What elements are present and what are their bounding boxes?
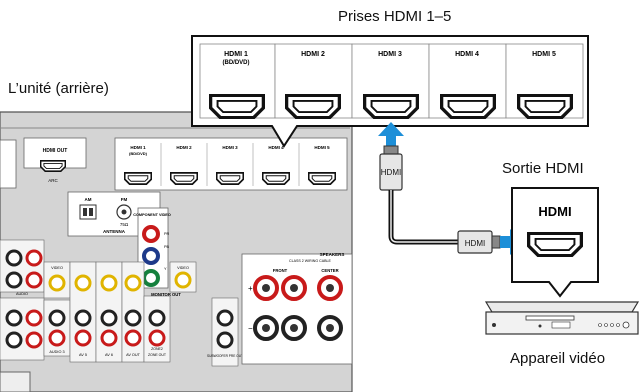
av5-label: AV 5 bbox=[79, 353, 87, 357]
audio3-label: AUDIO 3 bbox=[49, 350, 64, 354]
monitor-out-label: MONITOR OUT bbox=[151, 292, 181, 297]
antenna-label: ANTENNA bbox=[103, 229, 126, 234]
av-out-label: AV OUT bbox=[126, 353, 141, 357]
cable-plug-label-top: HDMI bbox=[381, 168, 401, 177]
audio-label: AUDIO bbox=[16, 292, 28, 296]
receiver-hdmi3-port bbox=[216, 172, 244, 185]
zoom-hdmi5-port bbox=[517, 94, 573, 119]
zone-out-label: ZONE OUT bbox=[148, 353, 167, 357]
video-label-1: VIDEO bbox=[51, 266, 63, 270]
component-pr-label: PR bbox=[164, 232, 170, 236]
caption-hdmi-output: Sortie HDMI bbox=[502, 160, 584, 177]
center-label: CENTER bbox=[321, 268, 338, 273]
speaker-terminals bbox=[241, 253, 353, 365]
receiver-hdmi1-sub: (BD/DVD) bbox=[129, 151, 148, 156]
caption-video-device: Appareil vidéo bbox=[510, 350, 606, 367]
av-columns bbox=[43, 261, 197, 363]
antenna-ohm-label: 75Ω bbox=[120, 222, 129, 227]
component-pb-label: PB bbox=[164, 245, 170, 249]
receiver-hdmi5-label: HDMI 5 bbox=[314, 145, 330, 150]
zone2-label: ZONE2 bbox=[151, 347, 163, 351]
subwoofer-pre-out bbox=[211, 297, 239, 367]
zoom-hdmi1-port bbox=[209, 94, 265, 119]
receiver-hdmi3-label: HDMI 3 bbox=[222, 145, 238, 150]
video-player-device bbox=[484, 301, 640, 335]
class2-label: CLASS 2 WIRING CABLE bbox=[289, 259, 332, 263]
receiver-hdmi-inputs bbox=[114, 137, 348, 191]
audio3-column bbox=[43, 299, 71, 357]
receiver-hdmi-out bbox=[0, 137, 87, 189]
device-hdmi-title: HDMI bbox=[538, 204, 571, 219]
zoom-hdmi5-label: HDMI 5 bbox=[532, 51, 556, 58]
zoom-hdmi2-port bbox=[285, 94, 341, 119]
front-label: FRONT bbox=[273, 268, 288, 273]
subwoofer-label: SUBWOOFER PRE OUT bbox=[207, 354, 243, 358]
av6-label: AV 6 bbox=[105, 353, 113, 357]
cable-plug-label-right: HDMI bbox=[465, 239, 485, 248]
left-jack-columns bbox=[0, 239, 45, 361]
device-hdmi-port bbox=[527, 232, 583, 257]
device-hdmi-callout bbox=[511, 187, 599, 298]
video-label-2: VIDEO bbox=[177, 266, 189, 270]
receiver-hdmi-out-label: HDMI OUT bbox=[43, 148, 68, 154]
zoom-hdmi2-label: HDMI 2 bbox=[301, 51, 325, 58]
zoom-hdmi4-label: HDMI 4 bbox=[455, 51, 479, 58]
component-video-label: COMPONENT VIDEO bbox=[133, 213, 171, 217]
antenna-am-label: AM bbox=[85, 197, 92, 202]
receiver-hdmi5-port bbox=[308, 172, 336, 185]
hdmi-zoom-callout bbox=[191, 35, 589, 148]
receiver-hdmi4-port bbox=[262, 172, 290, 185]
receiver-hdmi4-label: HDMI 4 bbox=[268, 145, 284, 150]
zoom-hdmi3-label: HDMI 3 bbox=[378, 51, 402, 58]
receiver-hdmi2-label: HDMI 2 bbox=[176, 145, 192, 150]
receiver-hdmi2-port bbox=[170, 172, 198, 185]
caption-hdmi-jacks: Prises HDMI 1–5 bbox=[338, 8, 452, 25]
zoom-hdmi1-label: HDMI 1 bbox=[224, 51, 248, 58]
receiver-hdmi1-port bbox=[124, 172, 152, 185]
zoom-hdmi4-port bbox=[440, 94, 496, 119]
receiver-hdmi1-label: HDMI 1 bbox=[130, 145, 146, 150]
zoom-hdmi3-port bbox=[363, 94, 419, 119]
plus-label: + bbox=[248, 284, 253, 293]
minus-label: − bbox=[248, 324, 253, 333]
hdmi-cable bbox=[378, 122, 524, 255]
zoom-hdmi1-sub: (BD/DVD) bbox=[223, 60, 250, 66]
component-y-label: Y bbox=[164, 267, 167, 271]
caption-unit-rear: L’unité (arrière) bbox=[8, 80, 109, 97]
antenna-fm-label: FM bbox=[121, 197, 128, 202]
speakers-label: SPEAKERS bbox=[320, 252, 345, 257]
receiver-arc-label: ARC bbox=[48, 178, 58, 183]
arrow-up-icon bbox=[378, 122, 404, 146]
